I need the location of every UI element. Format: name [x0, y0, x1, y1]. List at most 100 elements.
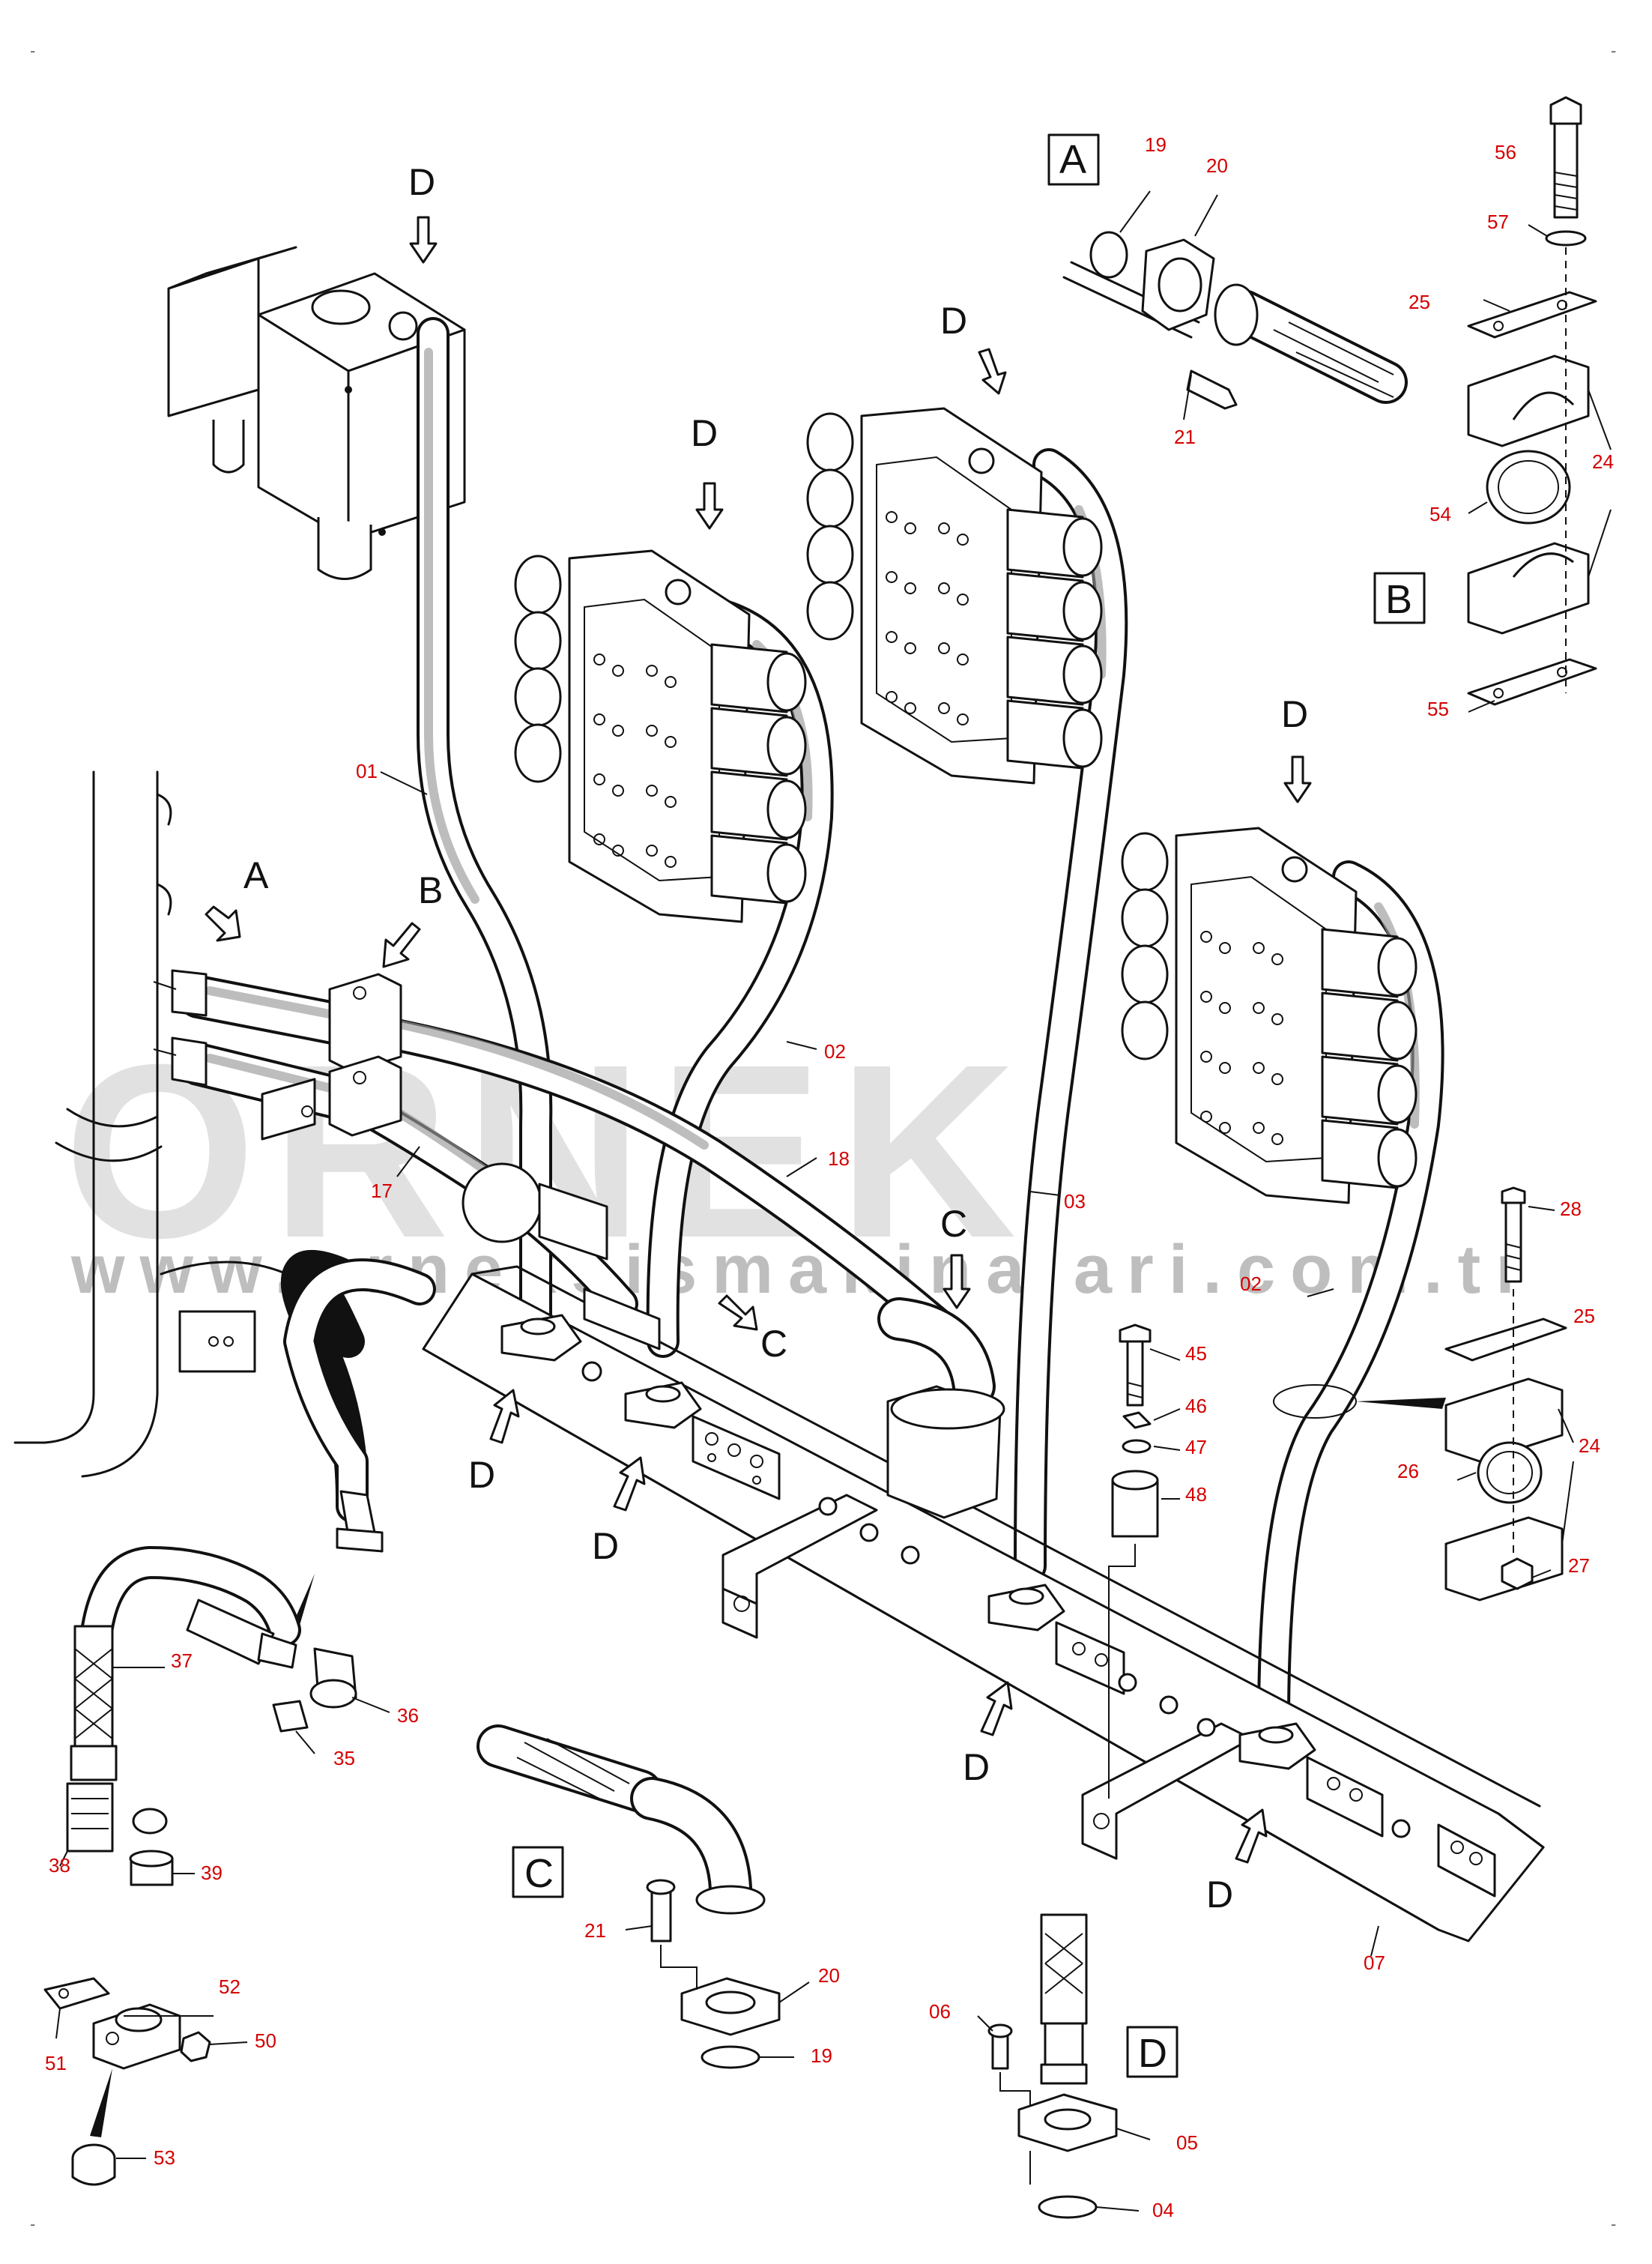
adapter-35 — [272, 1700, 309, 1733]
plate-25-right — [1444, 1317, 1567, 1362]
label-24-b: 24 — [1592, 450, 1614, 473]
callout-c-upper: C — [940, 1203, 967, 1245]
detail-d-flange-assembly: D — [977, 1913, 1179, 2219]
nut-50 — [180, 2031, 211, 2062]
label-36: 36 — [397, 1704, 419, 1727]
label-46: 46 — [1185, 1395, 1207, 1417]
label-54: 54 — [1429, 503, 1451, 525]
label-28: 28 — [1560, 1198, 1582, 1220]
solenoids-back — [1121, 832, 1169, 1060]
plate-51 — [43, 1977, 110, 2010]
pointer-wedge-small — [90, 2068, 112, 2137]
label-07: 07 — [1364, 1951, 1385, 1974]
o-ring-19-c — [701, 2045, 760, 2069]
callout-d-lower-1: D — [468, 1454, 495, 1496]
solenoids-back — [514, 555, 562, 783]
detail-box-d — [1126, 2026, 1179, 2078]
label-19-c: 19 — [811, 2044, 832, 2067]
o-ring-19 — [1089, 231, 1128, 279]
callout-c-lower: C — [760, 1323, 787, 1365]
label-52: 52 — [219, 1975, 240, 1998]
valve-face-holes — [593, 653, 677, 868]
label-17: 17 — [371, 1180, 393, 1202]
callout-d-bank1: D — [691, 412, 718, 454]
clamp-half-24-right-upper — [1444, 1377, 1564, 1463]
label-39: 39 — [201, 1862, 223, 1884]
detail-box-b-label: B — [1385, 577, 1412, 622]
clamp-half-24-lower — [1467, 542, 1590, 635]
label-05: 05 — [1176, 2131, 1198, 2154]
detail-box-c-label: C — [524, 1851, 554, 1896]
callout-d-bank2: D — [940, 300, 967, 342]
label-02-right: 02 — [1240, 1273, 1262, 1295]
valve-face-holes — [886, 511, 969, 725]
machine-frame — [13, 770, 316, 1478]
label-47: 47 — [1185, 1436, 1207, 1458]
hose-end-d — [1040, 1913, 1088, 2025]
manifold-rail — [422, 1162, 1545, 1942]
cap-39 — [132, 1808, 168, 1835]
control-valve-bank-1 — [514, 549, 807, 923]
valve-face-holes — [1200, 931, 1283, 1145]
label-18: 18 — [828, 1147, 850, 1170]
label-20-c: 20 — [818, 1964, 840, 1987]
part-number-labels: 01 02 03 17 18 07 02 19 20 21 56 57 25 2… — [45, 133, 1614, 2221]
control-valve-bank-3 — [1121, 827, 1417, 1204]
rail-ports — [581, 1361, 1496, 1898]
bolt-21 — [1186, 369, 1238, 410]
o-ring-04 — [1038, 2195, 1098, 2219]
control-valve-bank-2 — [806, 407, 1103, 785]
label-50: 50 — [255, 2029, 276, 2052]
washer-57 — [1545, 230, 1587, 247]
label-24-right: 24 — [1579, 1434, 1600, 1457]
corner-mark-top-right: - — [1611, 41, 1616, 60]
detail-c-elbow-assembly: C — [476, 1724, 810, 2069]
label-38: 38 — [49, 1854, 70, 1877]
left-fittings-assembly — [59, 1250, 436, 1886]
label-51: 51 — [45, 2052, 67, 2074]
right-clamp-assembly — [1273, 1186, 1574, 1602]
callout-d-lower-3: D — [963, 1746, 990, 1788]
detail-box-c — [512, 1846, 564, 1898]
label-37: 37 — [171, 1649, 193, 1672]
nut-27 — [1501, 1557, 1534, 1590]
label-57: 57 — [1487, 211, 1509, 233]
detail-box-d-label: D — [1138, 2031, 1167, 2076]
solenoids-front — [1006, 508, 1103, 770]
label-25-right: 25 — [1573, 1305, 1595, 1327]
label-27: 27 — [1568, 1554, 1590, 1577]
bolt-spacer-assembly — [1108, 1323, 1181, 1799]
bolt-21-c — [650, 1887, 672, 1942]
small-clamp-assembly — [43, 1977, 248, 2186]
solenoids-front — [1321, 928, 1417, 1189]
label-04: 04 — [1152, 2199, 1174, 2221]
corner-mark-bottom-right: - — [1611, 2215, 1616, 2233]
solenoids-back — [806, 412, 854, 641]
label-26: 26 — [1397, 1460, 1419, 1482]
view-arrows — [205, 216, 1312, 1864]
solenoids-front — [710, 643, 807, 905]
label-06: 06 — [929, 2000, 951, 2023]
lock-washer-46 — [1122, 1411, 1152, 1429]
callout-a: A — [243, 854, 269, 896]
label-48: 48 — [1185, 1483, 1207, 1506]
clamp-half-24-right-lower — [1444, 1516, 1564, 1602]
callout-d-lower-4: D — [1206, 1874, 1233, 1916]
label-03: 03 — [1064, 1190, 1086, 1213]
label-35: 35 — [333, 1747, 355, 1769]
hose-37 — [73, 1625, 114, 1748]
detail-box-b — [1373, 572, 1426, 624]
detail-box-a — [1047, 133, 1100, 186]
hose-clamp-b — [261, 973, 402, 1141]
washer-47 — [1122, 1439, 1152, 1454]
label-20-a: 20 — [1206, 154, 1228, 177]
label-21-c: 21 — [584, 1919, 606, 1942]
pointer-wedge-right — [1356, 1398, 1446, 1409]
callout-b: B — [418, 869, 443, 911]
label-45: 45 — [1185, 1342, 1207, 1365]
plate-25 — [1467, 291, 1597, 339]
label-56: 56 — [1495, 141, 1516, 163]
view-callouts: D D D D D D D D A B C C — [243, 161, 1308, 1916]
